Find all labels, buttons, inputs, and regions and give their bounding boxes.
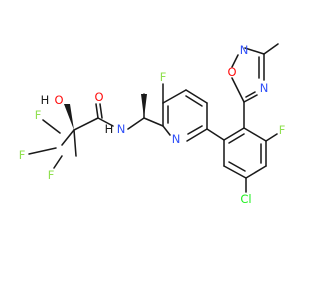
atom-n-amide: N: [117, 122, 126, 136]
bond-ph-1-inner: [228, 133, 245, 144]
atom-n-oxadiazole-bottom: N: [260, 81, 269, 95]
bond-py-3: [185, 89, 208, 104]
bond-ox-c3-o: [231, 77, 245, 103]
atom-n-pyridine: N: [172, 132, 181, 146]
bond-ph-2: [243, 127, 267, 142]
bond-ox-o-c5: [244, 47, 265, 55]
bond-ox-c3-n4-inner: [245, 91, 256, 98]
bond-cf3-f-top: [42, 119, 61, 134]
bond-py-5: [186, 128, 208, 142]
atom-o-hydroxyl: O: [54, 93, 63, 107]
atom-n-oxadiazole-top: N: [240, 43, 249, 57]
bond-quaternary-carbonyl: [73, 117, 99, 131]
atom-cl-phenyl: Cl: [240, 192, 251, 206]
bond-py-2: [162, 89, 187, 104]
bond-ph-f: [265, 133, 278, 142]
atom-f-cf3-left: F: [19, 148, 26, 162]
atom-f-cf3-bottom: F: [48, 168, 55, 182]
bond-ph-5: [223, 165, 247, 179]
atom-labels: O H O O N H N N N F F F F F Cl: [19, 43, 286, 206]
atom-f-cf3-top: F: [35, 108, 42, 122]
bond-chiral-pyridine: [143, 117, 164, 127]
atom-h-hydroxyl: H: [41, 93, 50, 107]
bond-py-phenyl: [206, 128, 225, 141]
wedge-quaternary-oh: [64, 104, 74, 130]
bond-py-5-inner: [187, 125, 203, 135]
atom-h-amide: H: [105, 122, 114, 136]
atom-o-oxadiazole: O: [227, 65, 236, 79]
bond-carbonyl-double-b: [99, 103, 103, 119]
bond-ph-4: [245, 165, 267, 179]
structure-diagram: O H O O N H N N N F F F F F Cl: [19, 43, 286, 206]
atom-f-pyridine: F: [160, 70, 167, 84]
stereo-wedges: [64, 94, 147, 130]
bond-carbonyl-double-a: [95, 103, 99, 119]
bond-quaternary-methyl: [73, 129, 77, 157]
bond-py-3-inner: [185, 95, 203, 107]
bond-ph-1: [223, 127, 245, 141]
atom-f-phenyl: F: [279, 123, 286, 137]
bond-py-6: [162, 125, 171, 136]
bond-carbonyl-nh: [97, 117, 114, 127]
bond-ox-c3-n4: [243, 94, 258, 103]
bond-ph-5-inner: [228, 161, 246, 172]
bond-cf3-f-left: [28, 147, 57, 155]
bond-ox-o-n: [231, 54, 239, 68]
wedge-chiral-methyl: [141, 94, 147, 118]
bond-ox-methyl: [263, 43, 279, 55]
bond-cf3-f-bottom: [53, 155, 63, 169]
bond-nh-chiral: [127, 117, 145, 130]
atom-o-carbonyl: O: [94, 90, 103, 104]
bonds: [28, 43, 279, 193]
bond-cf3-quaternary: [61, 129, 75, 146]
